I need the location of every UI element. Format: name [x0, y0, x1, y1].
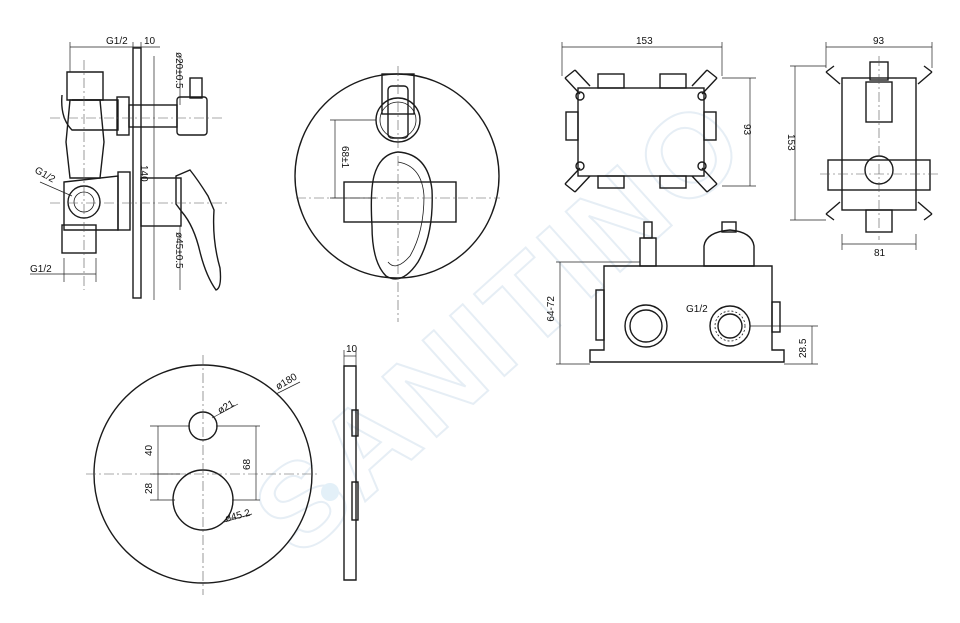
box-front-tab-left [595, 289, 605, 341]
label-plate-profile-thickness: 10 [346, 344, 358, 355]
top-inlet [66, 71, 104, 101]
box-front-dome [703, 229, 755, 267]
box-front-dome-cap [721, 221, 737, 233]
screw-hole [575, 161, 585, 171]
leader-line [211, 403, 239, 419]
bottom-inlet [61, 224, 97, 254]
label-depth-range: 64-72 [546, 296, 557, 322]
label-offset-bottom: 28 [144, 482, 155, 494]
side-mount-ears-top [825, 65, 933, 85]
label-box-width: 153 [636, 36, 653, 47]
box-front-stem-tip [643, 221, 653, 239]
box-tab-bottom-right [659, 175, 687, 189]
body-front [343, 181, 457, 223]
label-front-inlet: G1/2 [686, 304, 708, 315]
screw-hole [697, 161, 707, 171]
mount-ear-br [691, 167, 718, 193]
cover-plate-profile [343, 365, 357, 581]
nut-bottom [117, 171, 131, 231]
knob-top [176, 96, 208, 136]
label-inlet-bottom: G1/2 [30, 264, 52, 275]
box-front-port-left-inner [629, 309, 663, 343]
profile-notch-bottom [351, 481, 359, 521]
wall-plate [132, 47, 142, 299]
label-stem-diameter: ø20±0.5 [173, 52, 184, 89]
label-small-hole: ø21 [216, 398, 237, 416]
label-inlet-height: 28.5 [798, 338, 809, 358]
label-side-depth: 81 [874, 248, 886, 259]
watermark-drop [321, 483, 339, 501]
nut-top [116, 96, 130, 136]
lever-front [370, 151, 433, 280]
profile-notch-top [351, 409, 359, 437]
label-side-height: 153 [785, 134, 796, 151]
stem-top [128, 104, 178, 128]
watermark: SANITINO [228, 71, 773, 580]
screw-hole [697, 91, 707, 101]
label-plate-thickness: 10 [144, 36, 156, 47]
mount-ear-tl [564, 69, 591, 95]
mixer-front-view: 68±1 [294, 66, 500, 322]
screw-hole [575, 91, 585, 101]
box-front-port-right-thread [714, 310, 746, 342]
leader-line [275, 381, 301, 395]
label-handle-diameter: ø45±0.5 [173, 232, 184, 269]
label-height: 140 [138, 165, 149, 182]
box-front-port-right-inner [717, 313, 743, 339]
box-side-view: 93 153 81 [785, 36, 940, 259]
cartridge [140, 177, 182, 227]
label-inlet-top: G1/2 [106, 36, 128, 47]
cover-rosette [294, 73, 500, 279]
label-offset-top: 40 [144, 444, 155, 456]
box-tab-top-right [659, 73, 687, 89]
label-side-width: 93 [873, 36, 885, 47]
leader-line [39, 181, 73, 197]
box-front-port-right [709, 305, 751, 347]
lever-contour [387, 161, 425, 267]
lever-side [175, 169, 222, 291]
label-cover-spacing: 68 [242, 458, 253, 470]
box-front-view: 64-72 G1/2 28.5 [546, 221, 818, 365]
box-top-view: 153 93 [561, 36, 756, 193]
box-front-tab-right [771, 301, 781, 333]
box-front-port-left [624, 304, 668, 348]
box-tab-right [703, 111, 717, 141]
mount-ear-tr [691, 69, 718, 95]
body-upper [65, 99, 105, 179]
side-mount-ears-bottom [825, 201, 933, 221]
box-tab-left [565, 111, 579, 141]
box-front-outline [589, 265, 785, 363]
leader-line [223, 513, 253, 523]
box-tab-bottom-left [597, 175, 625, 189]
label-box-height: 93 [741, 124, 752, 136]
watermark-text: SANITINO [229, 72, 772, 579]
knob-pin [189, 77, 203, 99]
body-arm [61, 94, 119, 131]
box-tab-top-left [597, 73, 625, 89]
mixer-side-view: G1/2 10 ø20±0.5 140 G1/2 ø45±0.5 G1/2 [30, 36, 230, 300]
label-large-hole: ø45.2 [224, 508, 252, 525]
mount-ear-bl [564, 167, 591, 193]
label-cover-diameter: ø180 [274, 371, 300, 392]
label-inlet-left: G1/2 [33, 165, 58, 186]
label-spacing: 68±1 [339, 146, 350, 169]
